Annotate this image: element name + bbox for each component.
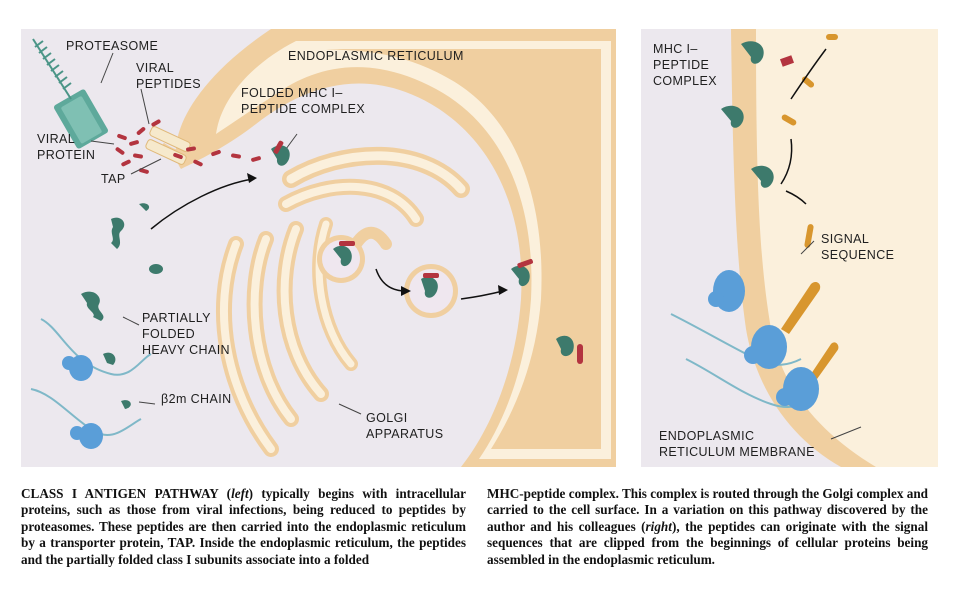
tap-label: TAP: [101, 172, 126, 186]
golgi-stack: [215, 146, 470, 457]
tap-transporter: [145, 126, 191, 165]
mhc-molecules-right: [721, 41, 774, 188]
folded-complex-label: FOLDED MHC I– PEPTIDE COMPLEX: [241, 86, 366, 116]
proteasome-label: PROTEASOME: [66, 39, 159, 53]
caption-right-part1: MHC-peptide complex. This complex is rou…: [487, 486, 928, 534]
caption-left-italic: left: [231, 486, 249, 501]
class-i-pathway-illustration: [30, 29, 616, 467]
mhc-complex-label: MHC I– PEPTIDE COMPLEX: [653, 42, 717, 88]
signal-sequence-illustration: [670, 29, 938, 467]
ribosomes: [30, 318, 152, 449]
right-diagram-panel: MHC I– PEPTIDE COMPLEX SIGNAL SEQUENCE E…: [641, 29, 938, 467]
viral-protein-label: VIRAL PROTEIN: [37, 132, 96, 162]
viral-protein: [32, 38, 72, 100]
signal-peptides: [781, 34, 839, 379]
partially-folded-label: PARTIALLY FOLDED HEAVY CHAIN: [142, 311, 230, 357]
caption-left-lead: CLASS I ANTIGEN PATHWAY (: [21, 486, 232, 501]
leader-lines: [90, 52, 362, 415]
viral-peptides-label: VIRAL PEPTIDES: [136, 61, 202, 91]
signal-sequence-label: SIGNAL SEQUENCE: [821, 232, 895, 262]
ribosomes-right: [670, 270, 819, 411]
caption-right-part2: ), the peptides can originate with the s…: [487, 518, 928, 567]
er-lumen: [216, 41, 611, 459]
caption-left-body: ) typically begins with intracellular pr…: [21, 486, 467, 567]
er-lumen: [756, 29, 938, 467]
caption-right-italic: right: [645, 518, 672, 534]
er-label: ENDOPLASMIC RETICULUM: [288, 49, 464, 63]
left-diagram-panel: PROTEASOME VIRAL PEPTIDES VIRAL PROTEIN …: [21, 29, 616, 467]
b2m-chain-label: β2m CHAIN: [161, 392, 232, 406]
er-inner-membrane: [326, 49, 601, 449]
caption-right-column: MHC-peptide complex. This complex is rou…: [487, 486, 928, 568]
proteasome: [54, 89, 108, 149]
viral-peptides: [115, 119, 261, 174]
er-membrane-label: ENDOPLASMIC RETICULUM MEMBRANE: [659, 429, 815, 459]
mhc-molecules: [81, 145, 574, 409]
caption-left-column: CLASS I ANTIGEN PATHWAY (left) typically…: [21, 486, 466, 568]
golgi-label: GOLGI APPARATUS: [366, 411, 444, 441]
